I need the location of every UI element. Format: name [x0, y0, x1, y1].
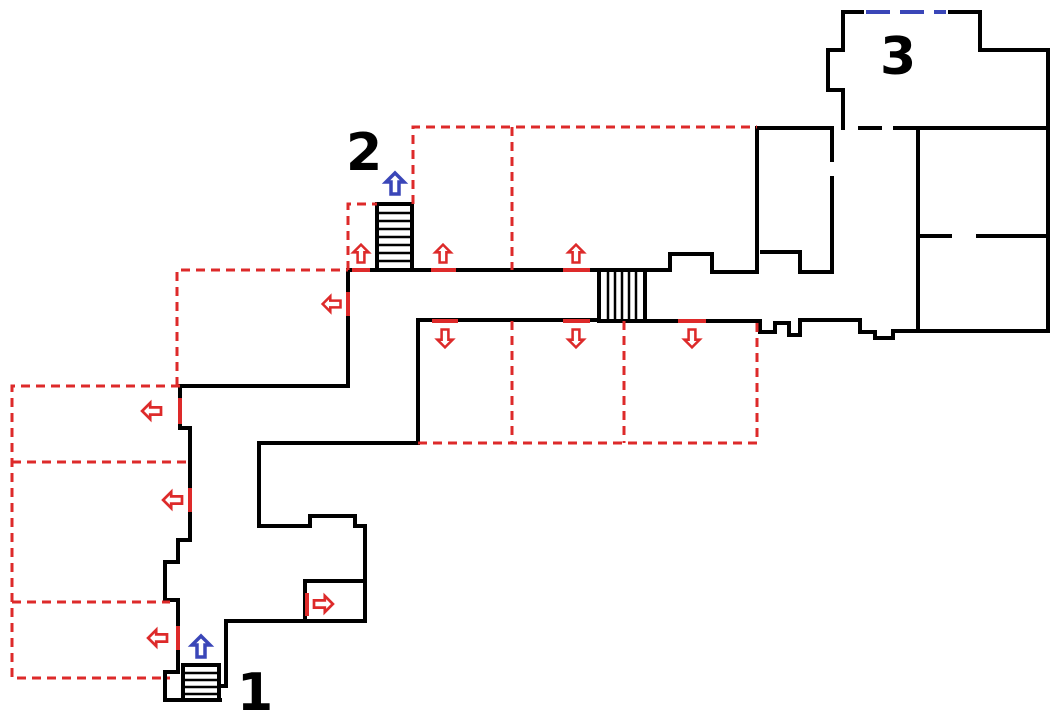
arrow-icon	[140, 401, 163, 421]
stairs-icon	[181, 663, 221, 702]
walls	[163, 10, 1050, 702]
up-arrow-icon	[384, 171, 406, 196]
arrow-icon	[352, 243, 370, 264]
room-exits	[140, 243, 706, 650]
arrow-icon	[436, 328, 454, 349]
marker-label-2: 2	[346, 123, 382, 183]
arrow-icon	[683, 328, 701, 349]
arrow-icon	[146, 628, 169, 648]
arrow-icon	[312, 594, 335, 614]
arrow-icon	[434, 243, 452, 264]
room-outlines	[10, 125, 759, 680]
up-arrow-icon	[190, 634, 212, 659]
marker-label-3: 3	[880, 27, 916, 87]
stairs-icon	[597, 268, 647, 323]
arrow-icon	[567, 243, 585, 264]
stairs-icon	[375, 202, 414, 272]
arrow-icon	[161, 490, 184, 510]
arrow-icon	[321, 295, 342, 313]
arrow-icon	[567, 328, 585, 349]
marker-label-1: 1	[237, 663, 273, 721]
